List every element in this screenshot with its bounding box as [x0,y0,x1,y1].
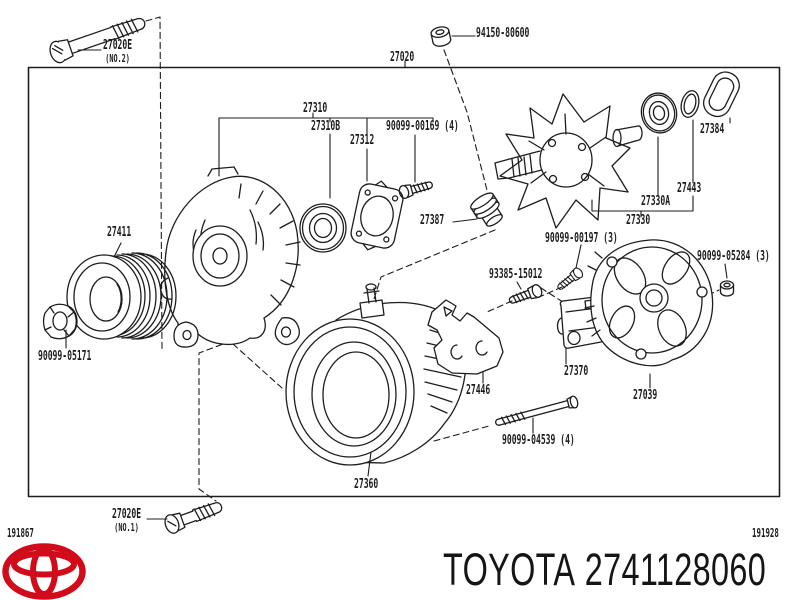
part-label-27387: 27387 [420,213,445,228]
part-label-90099-00169: 90099-00169 (4) [386,119,459,134]
leader-lines [65,35,731,520]
part-label-27039: 27039 [633,388,658,403]
part-label-90099-00197: 90099-00197 (3) [545,231,618,246]
drawing-ring-27443 [680,90,700,118]
part-label-27020: 27020 [390,50,415,65]
drawing-slip-ring-27387 [470,192,503,227]
catalog-part-number: 2741128060 [584,544,767,595]
footer-title: TOYOTA 2741128060 [443,547,766,593]
part-label-27446: 27446 [466,383,491,398]
part-label-27330a: 27330A [641,194,671,209]
ref-number-right: 191928 [752,526,779,540]
ref-number-left: 191867 [7,526,34,540]
drawing-bolt-90099-00169 [397,177,435,201]
part-label-27310b: 27310B [311,119,341,134]
drawing-bolt-90099-04539 [495,395,579,426]
part-label-27411: 27411 [107,225,132,240]
drawing-bracket-27446 [427,299,504,375]
drawing-retainer-27312 [350,180,404,251]
drawing-bearing-27330a [640,92,678,134]
drawing-pulley-27411 [66,252,177,340]
drawing-nut-90099-05171 [42,303,78,340]
dashed-lines [145,16,720,502]
drawing-bearing-27310b [299,203,347,253]
brand-name: TOYOTA [443,544,576,595]
drawing-bolt-27020e-no1 [164,501,223,534]
part-label-27020e-no2: 27020E(NO.2) [103,38,133,65]
drawing-rear-cover-27039 [584,239,714,367]
drawing-front-bracket-27310 [160,166,301,348]
part-label-27384: 27384 [700,122,725,137]
drawing-cover-27384 [702,71,740,118]
drawing-terminal-nut-94150 [430,26,452,47]
part-label-90099-05284: 90099-05284 (3) [697,249,770,264]
drawing-stator-27360 [285,283,480,466]
drawing-rotor-27330 [494,93,643,229]
toyota-logo-icon [2,543,86,600]
part-label-27310: 27310 [303,101,328,116]
part-label-27330: 27330 [626,213,651,228]
part-label-27020e-no1: 27020E(NO.1) [112,507,142,534]
part-label-27370: 27370 [564,364,589,379]
drawing-bolt-27020e-no2 [49,17,146,64]
part-label-90099-04539: 90099-04539 (4) [502,433,575,448]
part-label-93385-15012: 93385-15012 [489,267,543,282]
part-label-27312: 27312 [350,133,375,148]
drawing-nut-90099-05284 [719,280,735,297]
part-label-27443: 27443 [677,181,702,196]
drawing-bolt-93385 [506,282,545,308]
part-label-94150-80600: 94150-80600 [476,26,530,41]
part-label-27360: 27360 [354,477,379,492]
frame-border [27,66,781,498]
part-label-90099-05171: 90099-05171 [38,349,92,364]
drawing-bolt-90099-00197 [554,265,585,294]
